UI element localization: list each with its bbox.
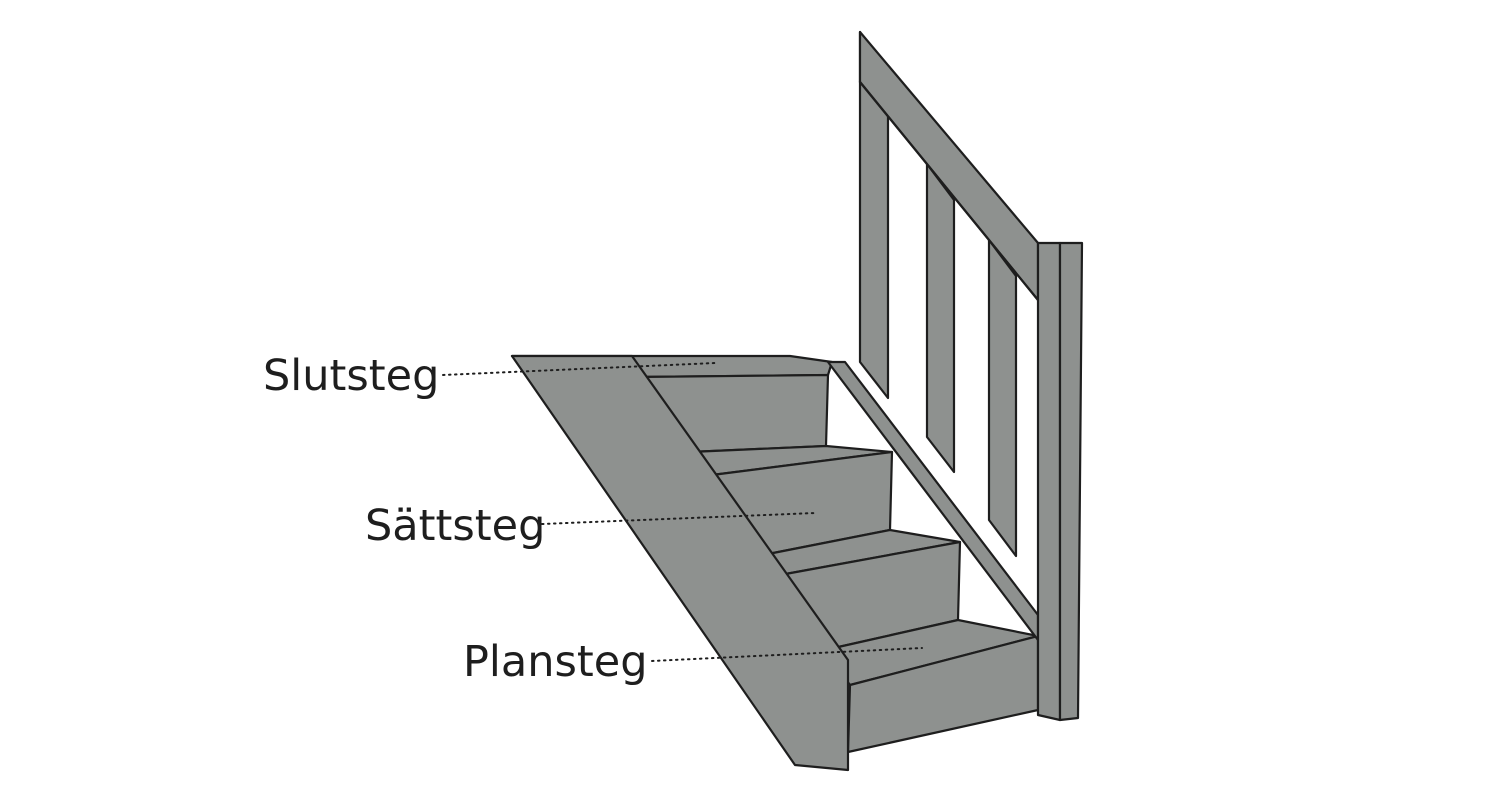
handrail-edge: [858, 80, 1040, 302]
newel-post: [1036, 241, 1084, 722]
newel-post-front: [1036, 241, 1062, 722]
tread-label: Plansteg: [463, 637, 648, 687]
top-step-label: Slutsteg: [263, 351, 439, 401]
railing-baluster-1: [925, 162, 956, 474]
left-stringer: [510, 354, 850, 772]
riser-label: Sättsteg: [365, 501, 545, 551]
riser-leader: [541, 512, 816, 525]
railing: [858, 30, 1040, 558]
railing-baluster-2: [987, 238, 1018, 558]
newel-post-side: [1058, 241, 1084, 722]
